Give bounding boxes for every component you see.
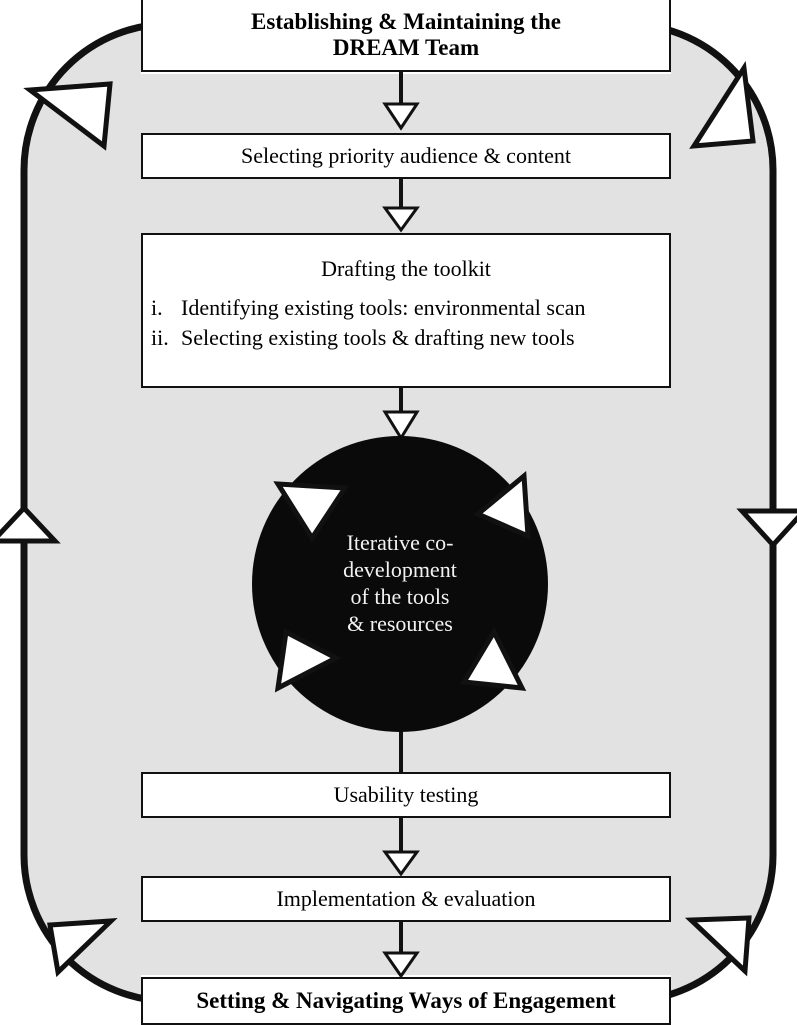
circle-arrow-layer	[273, 470, 531, 693]
implementation-evaluation-node: Implementation & evaluation	[141, 876, 671, 922]
circle-arrowhead-south-east	[459, 626, 527, 691]
dream-team-line-1: Establishing & Maintaining the	[251, 9, 561, 35]
engagement-label: Setting & Navigating Ways of Engagement	[196, 988, 616, 1014]
loop-arrowhead-mid-left	[0, 504, 61, 544]
circle-line-2: development	[343, 557, 457, 583]
iterative-co-development-label: Iterative co- development of the tools &…	[295, 530, 505, 637]
flow-arrowhead-3	[382, 410, 420, 441]
drafting-toolkit-heading: Drafting the toolkit	[321, 256, 491, 281]
flow-arrowhead-5	[382, 850, 420, 877]
circle-line-4: & resources	[347, 610, 453, 636]
loop-arrowhead-top-right	[689, 60, 756, 149]
dream-team-line-2: DREAM Team	[332, 35, 480, 60]
selecting-priority-audience-content-node: Selecting priority audience & content	[141, 133, 671, 179]
loop-arrowhead-bottom-right	[684, 915, 752, 977]
circle-arrowhead-north-west	[273, 481, 350, 543]
loop-arrowhead-top-left	[23, 81, 113, 151]
loop-arrowhead-mid-right	[736, 508, 797, 549]
feedback-loop-outline	[20, 20, 777, 1005]
list-item: ii. Selecting existing tools & drafting …	[151, 324, 669, 350]
flow-arrowhead-2	[382, 206, 420, 233]
list-marker: ii.	[151, 324, 169, 350]
circle-arrowhead-south-west	[274, 628, 342, 693]
setting-navigating-ways-of-engagement-node: Setting & Navigating Ways of Engagement	[141, 977, 671, 1025]
drafting-the-toolkit-node: Drafting the toolkit i. Identifying exis…	[141, 233, 671, 388]
list-marker: i.	[151, 294, 163, 320]
circle-line-3: of the tools	[350, 584, 450, 609]
flow-arrowhead-1	[382, 102, 420, 131]
implementation-evaluation-label: Implementation & evaluation	[276, 885, 536, 911]
priority-audience-label: Selecting priority audience & content	[241, 142, 571, 168]
loop-arrowhead-bottom-left	[47, 918, 118, 978]
list-item: i. Identifying existing tools: environme…	[151, 294, 669, 320]
circle-arrowhead-north-east	[473, 470, 531, 540]
usability-testing-label: Usability testing	[333, 781, 479, 807]
list-text: Identifying existing tools: environmenta…	[181, 294, 586, 320]
list-text: Selecting existing tools & drafting new …	[181, 324, 575, 350]
usability-testing-node: Usability testing	[141, 772, 671, 818]
flow-arrowhead-6	[382, 951, 420, 979]
establishing-maintaining-dream-team-node: Establishing & Maintaining the DREAM Tea…	[141, 0, 671, 72]
drafting-toolkit-list: i. Identifying existing tools: environme…	[143, 294, 669, 356]
circle-line-1: Iterative co-	[346, 530, 454, 556]
